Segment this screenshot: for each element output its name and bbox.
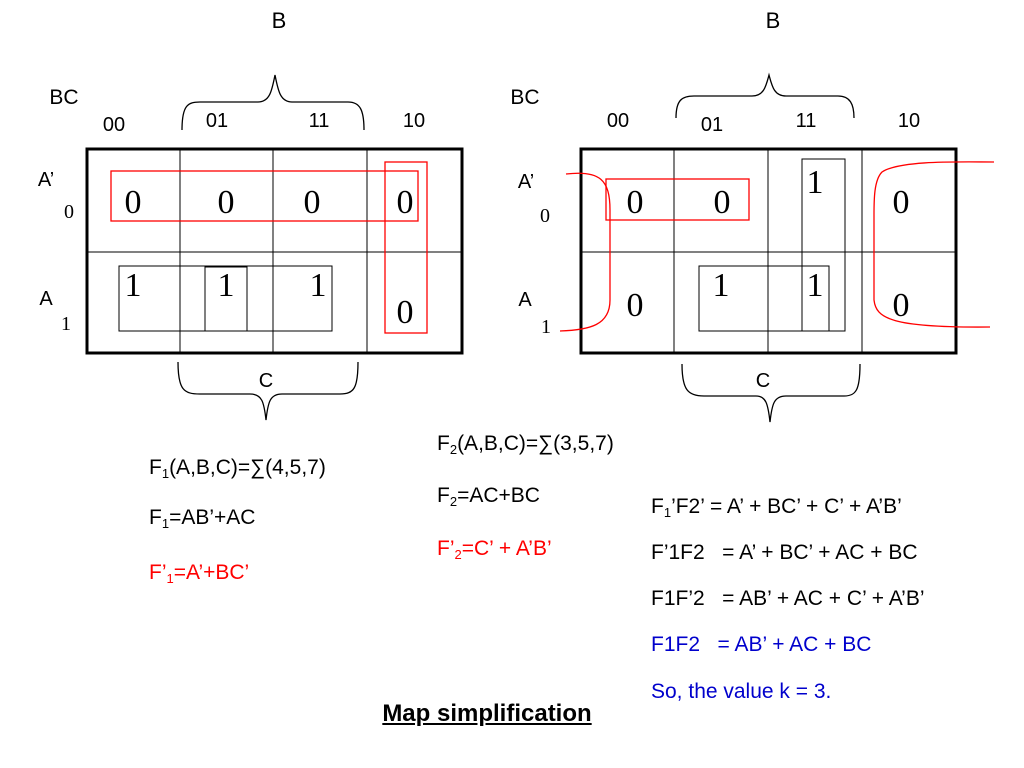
map2-cell: 0 (893, 287, 910, 324)
map2-col-label: 00 (607, 110, 629, 132)
conclusion-text: So, the value k = 3. (651, 680, 832, 703)
map2-col-label: 11 (796, 110, 817, 132)
map2-red-wraparound-left (559, 172, 611, 332)
eq-text: (A,B,C)=∑(4,5,7) (169, 456, 326, 479)
eq-text: F (437, 484, 450, 507)
f1-function-eq: F1(A,B,C)=∑(4,5,7) (149, 456, 326, 481)
f2-function-eq: F2(A,B,C)=∑(3,5,7) (437, 432, 614, 457)
map2-cell: 1 (713, 267, 730, 304)
map2-cell: 0 (627, 184, 644, 221)
map2-row-index: 0 (540, 205, 550, 227)
map2-cell: 1 (807, 267, 824, 304)
f1-complement-eq: F’1=A’+BC’ (149, 561, 249, 586)
combo-eq-2: F’1F2 = A’ + BC’ + AC + BC (651, 541, 918, 564)
f2-simplified-eq: F2=AC+BC (437, 484, 540, 509)
eq-subscript: 1 (161, 516, 170, 531)
eq-subscript: 1 (166, 571, 174, 586)
eq-text: F (437, 432, 450, 455)
kmap-1: B BC 00 01 11 10 A’ 0 A 1 0 0 0 0 1 1 1 … (38, 8, 464, 421)
map2-red-group-row0 (605, 178, 750, 221)
map1-col-label: 11 (309, 110, 330, 132)
eq-text: =AC+BC (457, 484, 540, 507)
map2-top-brace (675, 72, 855, 119)
eq-text: F’ (149, 561, 167, 584)
map1-corner-label: BC (49, 86, 78, 109)
map2-bottom-brace (681, 363, 861, 423)
map1-row-index: 1 (61, 313, 71, 335)
f2-complement-eq: F’2=C’ + A’B’ (437, 537, 552, 562)
map1-cell: 1 (218, 267, 235, 304)
map1-top-brace (181, 74, 365, 131)
map2-red-wraparound-right (873, 161, 995, 328)
eq-text: (A,B,C)=∑(3,5,7) (457, 432, 614, 455)
map2-top-brace-label: B (766, 8, 781, 33)
map2-corner-label: BC (510, 86, 539, 109)
eq-subscript: 1 (161, 466, 170, 481)
eq-subscript: 2 (449, 442, 458, 457)
eq-text: F (149, 456, 162, 479)
map2-row-index: 1 (541, 316, 551, 338)
map1-col-label: 00 (103, 114, 125, 136)
map1-red-group-row0 (110, 170, 419, 222)
map1-red-group-col10 (384, 161, 428, 334)
eq-subscript: 2 (454, 547, 462, 562)
map2-col-label: 10 (898, 110, 920, 132)
eq-text: =A’+BC’ (173, 561, 250, 584)
map1-row-label: A’ (38, 169, 54, 191)
map2-cell: 0 (714, 184, 731, 221)
combo-eq-3: F1F’2 = AB’ + AC + C’ + A’B’ (651, 587, 925, 610)
f1-simplified-eq: F1=AB’+AC (149, 506, 255, 531)
map1-black-group-col01 (204, 266, 248, 332)
eq-text: F (651, 495, 664, 518)
map1-cell: 0 (304, 184, 321, 221)
map2-cell: 1 (807, 164, 824, 201)
eq-subscript: 2 (449, 494, 458, 509)
map1-top-brace-label: B (272, 8, 287, 33)
map1-cell: 1 (125, 267, 142, 304)
map2-bottom-brace-label: C (756, 370, 770, 392)
eq-text: =C’ + A’B’ (461, 537, 552, 560)
map2-cell: 0 (627, 287, 644, 324)
map1-col-label: 10 (403, 110, 425, 132)
map1-row-index: 0 (64, 201, 74, 223)
map1-cell: 0 (397, 184, 414, 221)
map1-cell: 0 (218, 184, 235, 221)
map2-row-label: A’ (518, 171, 534, 193)
map2-col-label: 01 (701, 114, 723, 136)
eq-text: F’ (437, 537, 455, 560)
eq-text: =AB’+AC (169, 506, 256, 529)
map1-grid-border (85, 147, 464, 355)
map2-black-group-row1 (698, 265, 830, 332)
combo-eq-4: F1F2 = AB’ + AC + BC (651, 633, 872, 656)
caption-title: Map simplification (382, 700, 592, 727)
kmap-2: B BC 00 01 11 10 A’ 0 A 1 0 0 1 0 0 1 1 … (510, 8, 995, 423)
map1-bottom-brace (177, 361, 359, 421)
map1-bottom-brace-label: C (259, 370, 273, 392)
combo-eq-1: F1’F2’ = A’ + BC’ + C’ + A’B’ (651, 495, 902, 520)
map1-row-label: A (39, 288, 53, 310)
map2-row-label: A (518, 289, 532, 311)
map1-col-label: 01 (206, 110, 228, 132)
map1-cell: 0 (397, 294, 414, 331)
eq-text: F (149, 506, 162, 529)
eq-subscript: 1 (663, 505, 672, 520)
map1-cell: 0 (125, 184, 142, 221)
map1-cell: 1 (310, 267, 327, 304)
eq-text: ’F2’ = A’ + BC’ + C’ + A’B’ (671, 495, 902, 518)
map2-cell: 0 (893, 184, 910, 221)
